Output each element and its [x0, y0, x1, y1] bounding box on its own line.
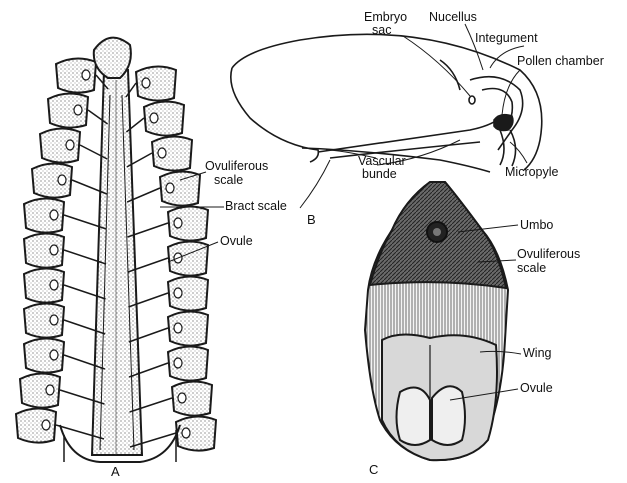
label-ovuliferous-scale-a-line2: scale: [214, 174, 243, 187]
label-ovule-a: Ovule: [220, 235, 253, 248]
label-embryo-sac-line2: sac: [372, 24, 391, 37]
ovule-mark: [174, 323, 182, 333]
label-integument: Integument: [475, 32, 538, 45]
cone-scale: [128, 241, 208, 275]
label-wing: Wing: [523, 347, 551, 360]
cone-scale: [48, 93, 108, 127]
panel-label-a: A: [111, 464, 120, 479]
ovule-mark: [50, 350, 58, 360]
ovule-mark: [178, 393, 186, 403]
ovule-mark: [46, 385, 54, 395]
panel-b-ovule-section: [231, 34, 542, 172]
ovule-mark: [66, 140, 74, 150]
cone-scale: [24, 268, 106, 302]
ovule-mark: [150, 113, 158, 123]
ovule-mark: [50, 315, 58, 325]
ovule-right: [432, 386, 465, 445]
label-ovule-c: Ovule: [520, 382, 553, 395]
cone-scale: [128, 206, 208, 240]
cone-scale: [130, 416, 216, 450]
cone-scale: [40, 128, 107, 162]
cone-scale: [127, 136, 192, 170]
cone-scale: [20, 373, 104, 407]
cone-scale: [130, 381, 212, 415]
cone-scale: [24, 233, 106, 267]
cone-scale: [129, 311, 208, 345]
label-vascular-line2: bunde: [362, 168, 397, 181]
cone-scale: [24, 303, 105, 337]
ovule-mark: [142, 78, 150, 88]
ovule-mark: [50, 210, 58, 220]
cone-scale: [24, 338, 105, 372]
panel-b-leaders: [300, 24, 527, 208]
cone-scale: [129, 346, 208, 380]
label-bract-scale: Bract scale: [225, 200, 287, 213]
panel-label-c: C: [369, 462, 378, 477]
label-micropyle: Micropyle: [505, 166, 559, 179]
ovule-mark: [82, 70, 90, 80]
ovule-mark: [174, 288, 182, 298]
cone-scale: [127, 171, 200, 205]
panel-label-b: B: [307, 212, 316, 227]
label-pollen-chamber: Pollen chamber: [517, 55, 604, 68]
cone-scale: [128, 276, 208, 310]
label-ovuliferous-scale-c-line1: Ovuliferous: [517, 248, 580, 261]
cone-scale: [126, 66, 176, 100]
panel-c-seed-scale: [365, 182, 508, 460]
ovule-mark: [158, 148, 166, 158]
ovule-mark: [42, 420, 50, 430]
ovule-mark: [58, 175, 66, 185]
cone-scale: [32, 163, 107, 197]
cone-scale: [126, 101, 184, 135]
label-ovuliferous-scale-c-line2: scale: [517, 262, 546, 275]
panel-a-cone-section: [16, 38, 216, 462]
label-umbo: Umbo: [520, 219, 553, 232]
top-scale: [94, 38, 131, 78]
ovule-mark: [50, 245, 58, 255]
ovule-mark: [166, 183, 174, 193]
ovule-mark: [182, 428, 190, 438]
ovule-left: [397, 388, 431, 446]
ovule-mark: [74, 105, 82, 115]
cone-scale: [24, 198, 106, 232]
ovule-mark: [174, 218, 182, 228]
label-ovuliferous-scale-a-line1: Ovuliferous: [205, 160, 268, 173]
ovule-mark: [50, 280, 58, 290]
label-nucellus: Nucellus: [429, 11, 477, 24]
ovule-mark: [174, 358, 182, 368]
